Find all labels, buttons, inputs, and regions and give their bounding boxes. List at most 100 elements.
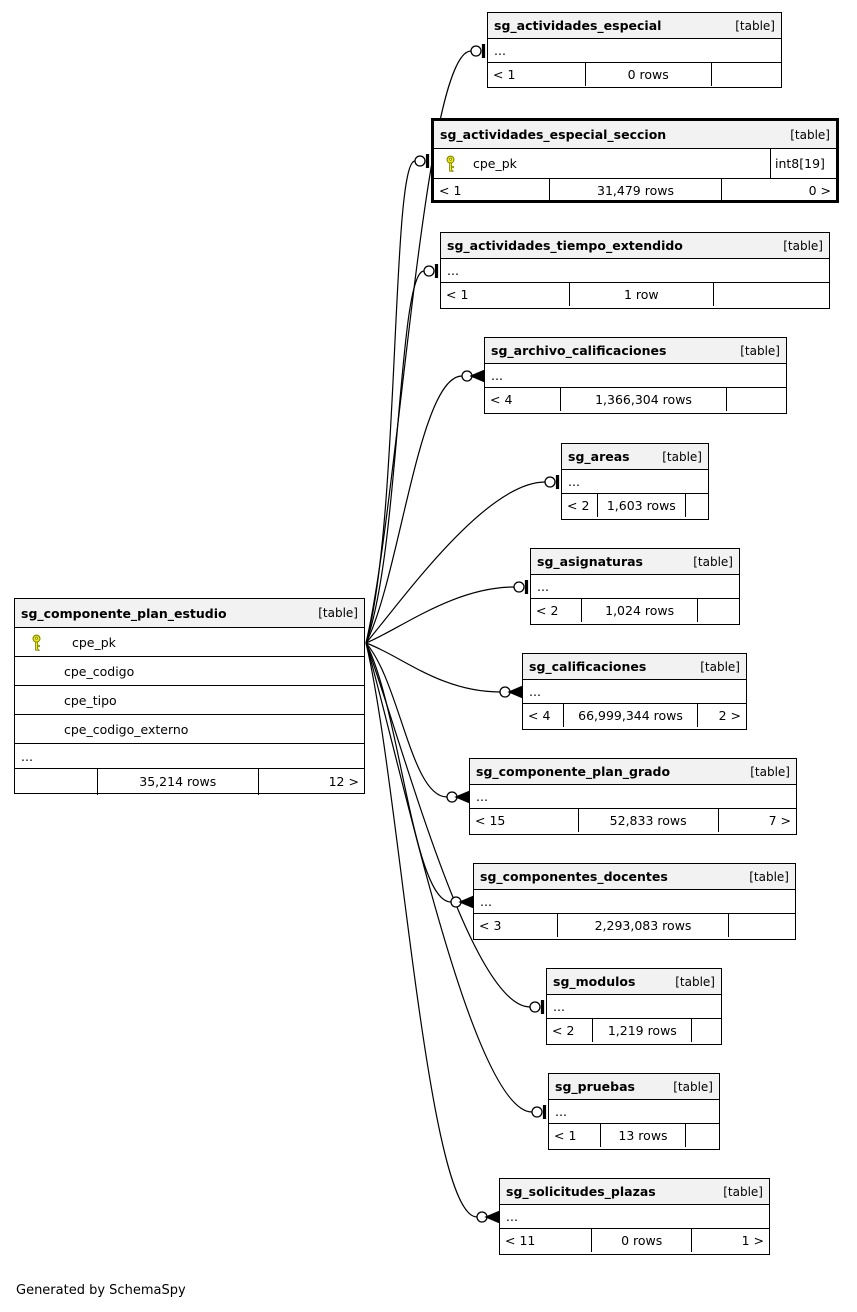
- table-title[interactable]: sg_solicitudes_plazas: [506, 1184, 656, 1199]
- table-node-componentes-docentes[interactable]: sg_componentes_docentes [table] ... < 3 …: [473, 863, 796, 940]
- column-row-cpe-codigo: cpe_codigo: [15, 657, 364, 686]
- column-name: cpe_pk: [473, 156, 517, 171]
- footer-row-count: 0 rows: [584, 63, 711, 86]
- table-title[interactable]: sg_archivo_calificaciones: [491, 343, 667, 358]
- table-node-componente-plan-estudio[interactable]: sg_componente_plan_estudio [table] cpe_p…: [14, 598, 365, 795]
- table-type-label: [table]: [693, 554, 733, 569]
- footer-parents-count: < 4: [490, 392, 513, 407]
- table-header: sg_solicitudes_plazas [table]: [500, 1179, 769, 1205]
- table-header: sg_componente_plan_grado [table]: [470, 759, 796, 785]
- footer-row-count: 31,479 rows: [548, 179, 722, 202]
- table-type-label: [table]: [700, 659, 740, 674]
- table-node-actividades-especial-seccion[interactable]: sg_actividades_especial_seccion [table] …: [431, 118, 839, 203]
- table-header: sg_archivo_calificaciones [table]: [485, 338, 786, 364]
- table-type-label: [table]: [673, 1079, 713, 1094]
- edge-actividades-tiempo-extendido: [365, 270, 425, 644]
- table-type-label: [table]: [735, 18, 775, 33]
- table-ellipsis-row: ...: [488, 39, 781, 63]
- table-node-actividades-especial[interactable]: sg_actividades_especial [table] ... < 1 …: [487, 12, 782, 88]
- table-header: sg_pruebas [table]: [549, 1074, 719, 1100]
- table-header: sg_actividades_especial [table]: [488, 13, 781, 39]
- table-node-pruebas[interactable]: sg_pruebas [table] ... < 1 13 rows: [548, 1073, 720, 1150]
- edge-calificaciones: [365, 642, 501, 693]
- table-header: sg_actividades_especial_seccion [table]: [434, 121, 836, 149]
- table-ellipsis-row: ...: [531, 575, 739, 599]
- table-title[interactable]: sg_componentes_docentes: [480, 869, 668, 884]
- footer-parents-count: < 1: [493, 67, 516, 82]
- table-ellipsis-row: ...: [474, 890, 795, 914]
- table-ellipsis-row: ...: [562, 470, 708, 494]
- footer-parents-count: [15, 769, 97, 795]
- column-row-cpe-pk: cpe_pk int8[19]: [434, 149, 836, 179]
- footer-children-count: 2 >: [696, 704, 746, 727]
- footer-row-count: 35,214 rows: [97, 769, 258, 795]
- table-node-solicitudes-plazas[interactable]: sg_solicitudes_plazas [table] ... < 11 0…: [499, 1178, 770, 1255]
- footer-children-count: [691, 1019, 721, 1042]
- table-type-label: [table]: [783, 238, 823, 253]
- generated-by-note: Generated by SchemaSpy: [16, 1283, 186, 1298]
- edge-modulos: [365, 642, 531, 1008]
- table-footer: < 11 0 rows 1 >: [500, 1229, 769, 1252]
- table-title[interactable]: sg_calificaciones: [529, 659, 647, 674]
- column-name: cpe_codigo: [64, 663, 135, 679]
- footer-children-count: [697, 599, 739, 622]
- footer-row-count: 1 row: [569, 283, 713, 306]
- table-title[interactable]: sg_componente_plan_grado: [476, 764, 671, 779]
- edge-asignaturas: [365, 586, 515, 644]
- table-type-label: [table]: [790, 127, 830, 142]
- table-title[interactable]: sg_actividades_especial: [494, 18, 662, 33]
- table-title[interactable]: sg_areas: [568, 449, 630, 464]
- table-type-label: [table]: [750, 764, 790, 779]
- table-node-actividades-tiempo-extendido[interactable]: sg_actividades_tiempo_extendido [table] …: [440, 232, 830, 309]
- footer-row-count: 52,833 rows: [577, 809, 718, 832]
- table-ellipsis-row: ...: [523, 680, 746, 704]
- table-title[interactable]: sg_componente_plan_estudio: [21, 605, 227, 621]
- table-node-areas[interactable]: sg_areas [table] ... < 2 1,603 rows: [561, 443, 709, 520]
- table-node-modulos[interactable]: sg_modulos [table] ... < 2 1,219 rows: [546, 968, 722, 1045]
- column-row-cpe-codigo-externo: cpe_codigo_externo: [15, 715, 364, 744]
- footer-children-count: [684, 494, 708, 517]
- table-footer: < 1 31,479 rows 0 >: [434, 179, 836, 202]
- footer-children-count: 0 >: [721, 179, 836, 202]
- edge-componente-plan-grado: [365, 642, 448, 798]
- table-ellipsis-row: ...: [441, 259, 829, 283]
- table-footer: < 3 2,293,083 rows: [474, 914, 795, 937]
- table-title[interactable]: sg_actividades_especial_seccion: [440, 127, 667, 142]
- table-title[interactable]: sg_modulos: [553, 974, 636, 989]
- footer-parents-count: < 3: [479, 918, 502, 933]
- footer-children-count: [727, 914, 795, 937]
- table-title[interactable]: sg_pruebas: [555, 1079, 635, 1094]
- table-title[interactable]: sg_asignaturas: [537, 554, 643, 569]
- footer-children-count: [725, 388, 786, 411]
- table-ellipsis-row: ...: [470, 785, 796, 809]
- table-type-label: [table]: [723, 1184, 763, 1199]
- footer-children-count: 7 >: [717, 809, 796, 832]
- table-footer: < 1 0 rows: [488, 63, 781, 86]
- primary-key-icon: [32, 634, 41, 651]
- footer-children-count: [712, 283, 829, 306]
- edge-actividades-especial-seccion: [365, 160, 416, 644]
- table-node-asignaturas[interactable]: sg_asignaturas [table] ... < 2 1,024 row…: [530, 548, 740, 625]
- table-footer: 35,214 rows 12 >: [15, 769, 364, 795]
- table-ellipsis-row: ...: [500, 1205, 769, 1229]
- table-ellipsis-row: ...: [549, 1100, 719, 1124]
- footer-children-count: 1 >: [690, 1229, 769, 1252]
- cardinality-one-icons: [414, 44, 560, 1119]
- footer-children-count: [710, 63, 781, 86]
- table-node-componente-plan-grado[interactable]: sg_componente_plan_grado [table] ... < 1…: [469, 758, 797, 835]
- footer-parents-count: < 11: [505, 1233, 536, 1248]
- column-row-cpe-pk: cpe_pk: [15, 628, 364, 657]
- table-node-calificaciones[interactable]: sg_calificaciones [table] ... < 4 66,999…: [522, 653, 747, 730]
- column-name: cpe_tipo: [64, 692, 117, 708]
- table-footer: < 1 1 row: [441, 283, 829, 306]
- table-title[interactable]: sg_actividades_tiempo_extendido: [447, 238, 683, 253]
- footer-parents-count: < 4: [528, 708, 551, 723]
- edge-pruebas: [365, 642, 533, 1113]
- edge-areas: [365, 481, 546, 644]
- table-node-archivo-calificaciones[interactable]: sg_archivo_calificaciones [table] ... < …: [484, 337, 787, 414]
- table-footer: < 2 1,219 rows: [547, 1019, 721, 1042]
- table-header: sg_modulos [table]: [547, 969, 721, 995]
- table-header: sg_calificaciones [table]: [523, 654, 746, 680]
